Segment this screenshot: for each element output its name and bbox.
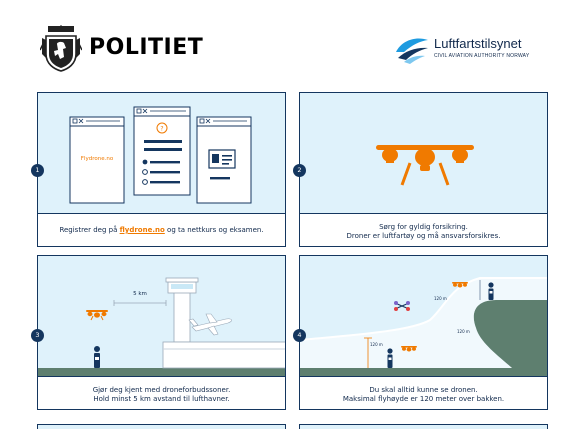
politiet-logo: POLITIET <box>40 24 220 74</box>
person-icon <box>488 282 494 300</box>
step-caption-4: Du skal alltid kunne se dronen. Maksimal… <box>300 376 547 409</box>
airport-illustration: 5 km <box>38 256 285 376</box>
caa-name: Luftfartstilsynet <box>434 36 522 51</box>
svg-text:?: ? <box>160 126 163 133</box>
height-label-left: 120 m <box>370 342 383 347</box>
step-badge-3: 3 <box>31 329 44 342</box>
step-panel-1: ? <box>37 92 286 247</box>
step-badge-1: 1 <box>31 164 44 177</box>
politiet-wordmark: POLITIET <box>89 35 204 60</box>
drone-icon <box>394 301 410 311</box>
site-label: Flydrone.no <box>80 156 114 162</box>
caa-subtitle: CIVIL AVIATION AUTHORITY NORWAY <box>434 53 530 59</box>
drone-icon <box>86 310 108 321</box>
step-badge-2: 2 <box>293 164 306 177</box>
person-icon <box>387 348 393 368</box>
police-crest-icon <box>40 25 82 72</box>
height-label-top: 120 m <box>434 296 447 301</box>
person-icon <box>94 346 100 368</box>
step-panel-6-partial <box>299 424 548 429</box>
step-caption-3: Gjør deg kjent med droneforbudssoner. Ho… <box>38 376 285 409</box>
altitude-illustration: 120 m 120 m 120 m <box>300 256 547 376</box>
control-tower-icon <box>162 277 285 369</box>
step-panel-5-partial <box>37 424 286 429</box>
caa-logo: Luftfartstilsynet CIVIL AVIATION AUTHORI… <box>392 32 542 66</box>
browser-window-icon: ? <box>133 106 191 196</box>
flydrone-link[interactable]: flydrone.no <box>119 226 165 234</box>
drone-icon <box>376 145 474 186</box>
height-label-right: 120 m <box>457 329 470 334</box>
id-card-icon <box>208 149 236 169</box>
drone-icon <box>401 346 417 352</box>
step-panel-4: 120 m 120 m 120 m Du skal alltid kunne s… <box>299 255 548 410</box>
step-caption-2: Sørg for gyldig forsikring. Droner er lu… <box>300 213 547 246</box>
distance-label: 5 km <box>133 291 147 297</box>
airplane-icon <box>188 313 232 336</box>
step-panel-3: 5 km Gjør deg kjent med droneforbudssone… <box>37 255 286 410</box>
registration-illustration: ? <box>38 93 285 213</box>
step-panel-2: Sørg for gyldig forsikring. Droner er lu… <box>299 92 548 247</box>
browser-window-icon <box>69 116 125 204</box>
step-badge-4: 4 <box>293 329 306 342</box>
insurance-illustration <box>300 93 547 213</box>
drone-icon <box>452 282 468 288</box>
caa-wing-icon <box>396 34 428 64</box>
step-caption-1: Registrer deg på flydrone.no og ta nettk… <box>38 213 285 246</box>
